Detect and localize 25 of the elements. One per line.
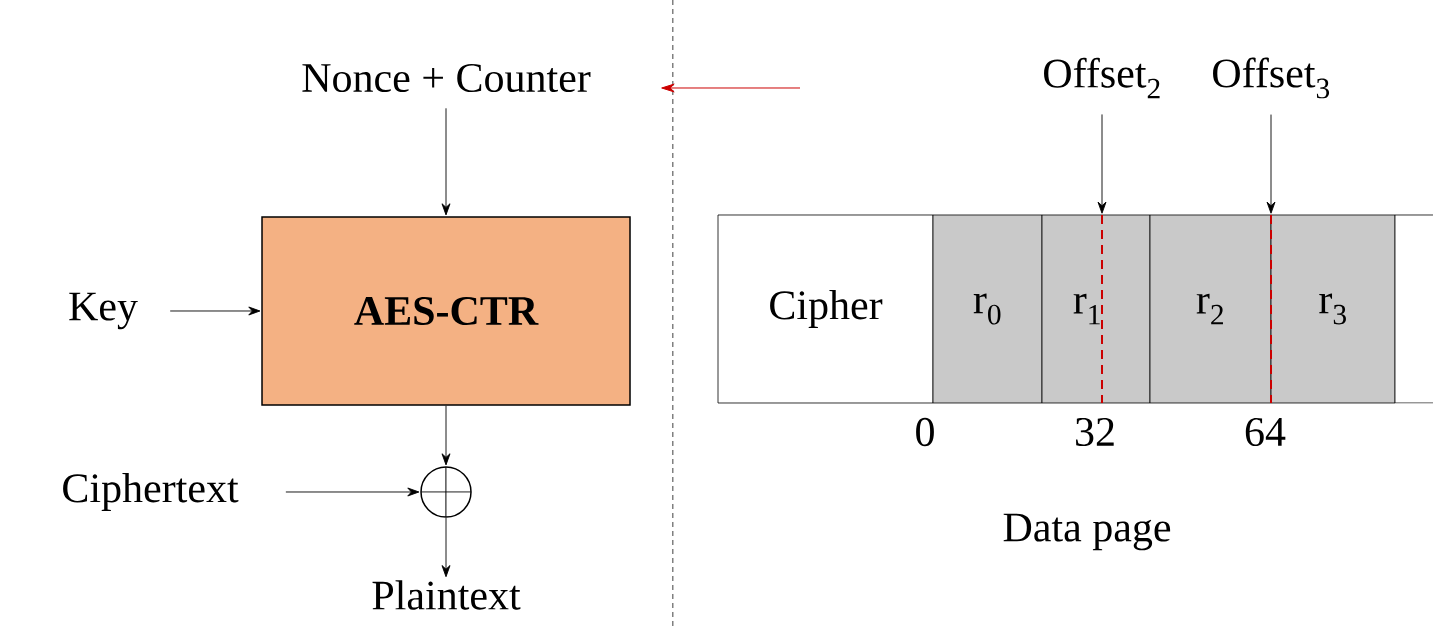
page-cell: r$_{3}$ xyxy=(1270,214,1396,404)
page-cell: r$_{2}$ xyxy=(1149,214,1272,404)
arrow xyxy=(441,107,451,216)
arrow xyxy=(1266,114,1276,214)
offset-value: 32 xyxy=(1076,417,1114,447)
offset-value: 64 xyxy=(1245,417,1286,447)
arrow xyxy=(285,487,420,497)
page-cell: r$_{0}$ xyxy=(932,214,1043,404)
offset-value: 0 xyxy=(916,417,934,447)
cipher-block: AES-CTR xyxy=(261,216,631,406)
arrow xyxy=(1097,114,1107,214)
input-label: Nonce + Counter xyxy=(302,63,591,93)
caption: Data page xyxy=(1003,513,1171,551)
page-cell xyxy=(1394,214,1433,404)
arrow xyxy=(441,405,451,466)
arrow xyxy=(169,306,261,316)
arrow xyxy=(441,517,451,578)
page-cell: Cipher xyxy=(717,214,934,404)
input-label: Ciphertext xyxy=(63,472,239,512)
input-label: Key xyxy=(69,292,138,330)
page-cell: r$_{1}$ xyxy=(1041,214,1151,404)
xor-symbol xyxy=(420,466,472,518)
output-label: Plaintext xyxy=(372,580,521,610)
offset-label: Offset$_{2}$ xyxy=(1044,57,1160,99)
offset-label: Offset$_{3}$ xyxy=(1213,57,1330,99)
